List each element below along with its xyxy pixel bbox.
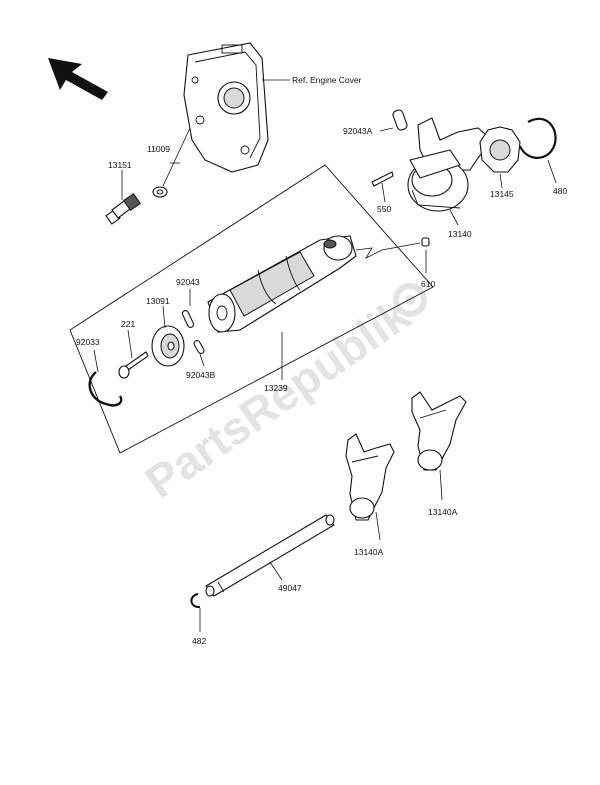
- watermark-gear-icon: [393, 283, 427, 317]
- shift-fork-13140a-right-part: [411, 391, 467, 471]
- circlip-92033-part: [88, 371, 123, 407]
- label-13140a-right: 13140A: [428, 507, 458, 517]
- label-610: 610: [421, 279, 435, 289]
- shift-shaft-49047-part: [205, 514, 335, 597]
- label-13151: 13151: [108, 160, 132, 170]
- label-92043a: 92043A: [343, 126, 373, 136]
- label-13140a-left: 13140A: [354, 547, 384, 557]
- label-480: 480: [553, 186, 567, 196]
- label-221: 221: [121, 319, 135, 329]
- clip-482-part: [190, 593, 201, 609]
- label-13091: 13091: [146, 296, 170, 306]
- neutral-switch-13151-part: [105, 192, 142, 225]
- circlip-480-part: [518, 117, 557, 159]
- plate-13091-part: [151, 325, 185, 367]
- washer-11009-part: [152, 186, 168, 198]
- label-13140: 13140: [448, 229, 472, 239]
- camshaft-assembly-box: [69, 164, 434, 454]
- pin-550-part: [371, 171, 394, 187]
- bolt-221-part: [118, 351, 149, 379]
- label-11009: 11009: [147, 144, 170, 154]
- pin-92043b-part: [193, 339, 205, 355]
- pin-92043-part: [181, 310, 195, 328]
- label-49047: 49047: [278, 583, 302, 593]
- pin-92043a-part: [392, 109, 408, 131]
- label-550: 550: [377, 204, 391, 214]
- front-direction-arrow-icon: [48, 58, 108, 100]
- pin-610-part: [421, 237, 430, 247]
- label-92033: 92033: [76, 337, 100, 347]
- label-ref-engine-cover: Ref. Engine Cover: [292, 75, 362, 85]
- engine-cover-part: [183, 42, 269, 173]
- label-13145: 13145: [490, 189, 514, 199]
- label-13239: 13239: [264, 383, 288, 393]
- shift-drum-cam-13140-part: [407, 117, 493, 212]
- label-92043: 92043: [176, 277, 200, 287]
- star-plate-13145-part: [479, 126, 521, 173]
- shift-drum-13239-part: [207, 235, 357, 333]
- label-92043b: 92043B: [186, 370, 216, 380]
- label-482: 482: [192, 636, 206, 646]
- shift-fork-13140a-left-part: [345, 433, 395, 521]
